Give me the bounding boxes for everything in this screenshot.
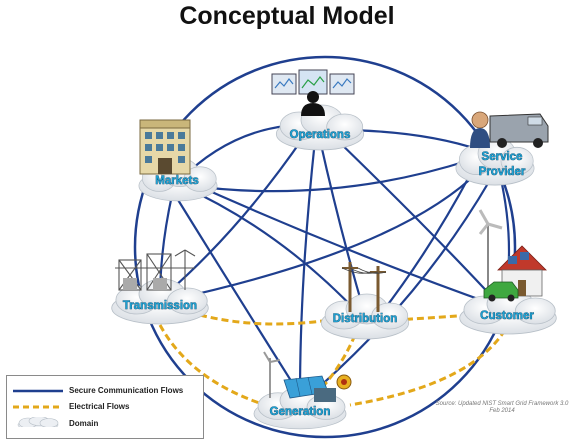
comm-flow-serviceprovider-transmission (169, 169, 481, 302)
comm-flow-operations-customer (334, 137, 496, 301)
domain-label-operations: Operations (290, 129, 351, 141)
domain-label-markets: Markets (155, 175, 198, 187)
comm-flow-markets-generation (174, 194, 301, 396)
legend-domain-label: Domain (69, 419, 99, 428)
domain-label-distribution: Distribution (333, 313, 398, 325)
elec-flow-transmission-generation (158, 324, 266, 407)
domain-label-service-provider-line2: Provider (479, 166, 526, 178)
comm-flow-operations-transmission (164, 134, 306, 296)
domain-label-transmission: Transmission (123, 300, 197, 312)
source-line2: Feb 2014 (489, 408, 515, 414)
source-line1: Source: Updated NIST Smart Grid Framewor… (435, 401, 569, 407)
legend-communication-label: Secure Communication Flows (69, 386, 184, 395)
comm-flow-markets-serviceprovider (184, 158, 471, 193)
communication-ring (133, 55, 517, 439)
source-note: Source: Updated NIST Smart Grid Framewor… (432, 401, 572, 415)
house-wind-turbine-car-icon (478, 209, 547, 302)
comm-flow-markets-customer (184, 178, 496, 307)
service-technician-van-icon (470, 111, 549, 148)
legend-communication-line-icon (13, 389, 63, 393)
comm-flow-operations-distribution (318, 139, 367, 316)
elec-flow-distribution-generation (313, 334, 357, 397)
elec-flow-transmission-distribution (199, 313, 331, 326)
legend-electrical-label: Electrical Flows (69, 402, 130, 411)
diagram-title: Conceptual Model (179, 2, 395, 30)
power-plant-icon (263, 351, 352, 402)
utility-pole-icon (341, 262, 387, 312)
legend: Secure Communication Flows Electrical Fl… (6, 375, 204, 439)
comm-flow-serviceprovider-distribution (379, 174, 471, 316)
legend-electrical-line-icon (13, 405, 63, 409)
domain-label-generation: Generation (270, 406, 331, 418)
legend-domain-cloud-icon (17, 417, 59, 427)
domain-label-service-provider-line1: Service (482, 151, 523, 163)
office-building-icon (139, 119, 191, 175)
domain-label-customer: Customer (480, 310, 534, 322)
operator-workstation-icon (271, 69, 355, 116)
elec-flow-customer-generation (349, 329, 507, 407)
comm-flow-markets-distribution (179, 183, 361, 316)
comm-flow-operations-generation (298, 139, 317, 396)
substation-icon (115, 249, 196, 291)
